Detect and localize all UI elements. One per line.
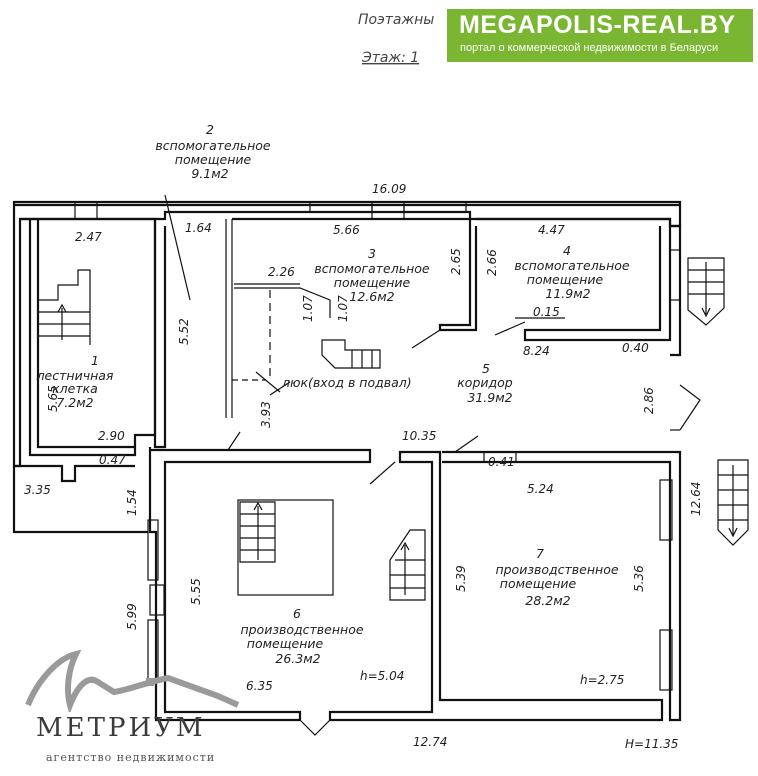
room5-name: коридор [457,375,513,390]
room2-number: 2 [206,122,214,137]
room3-name-1: вспомогательное [314,261,430,276]
dim-label: 1.07 [336,295,350,322]
dim-label: 6.35 [246,679,273,693]
dim-label: 5.99 [125,603,139,630]
plan-header-text: Поэтажны [358,12,434,28]
room4-number: 4 [563,243,571,258]
metrium-logo-mark [25,650,240,712]
dim-label: 0.40 [622,341,649,355]
room6-area: 26.3м2 [275,651,320,666]
metrium-logo: МЕТРИУМ агентство недвижимости [18,650,248,770]
dim-label: 4.47 [538,223,565,237]
room7-name-1: производственное [495,562,618,577]
dim-label: 12.74 [413,735,447,749]
dim-label: 8.24 [523,344,550,358]
room2-area: 9.1м2 [191,166,228,181]
hatch-label: люк(вход в подвал) [281,375,412,390]
dim-label: 1.07 [301,295,315,322]
room6-number: 6 [293,606,301,621]
logo-subtitle: агентство недвижимости [46,751,216,764]
room6-name-2: помещение [247,636,324,651]
room5-area: 31.9м2 [467,390,512,405]
room1-number: 1 [91,353,99,368]
walls [12,200,701,736]
dimensions: 16.09 2.47 1.64 5.66 4.47 2.26 2.65 2.66… [24,182,703,751]
room3-area: 12.6м2 [349,289,394,304]
hatch-leader [269,381,291,396]
logo-name: МЕТРИУМ [36,713,206,743]
room2-name-2: помещение [175,152,252,167]
room1-name-1: лестничная [36,368,114,383]
stairs [37,257,749,601]
dim-label: 2.86 [642,387,656,414]
megapolis-banner[interactable]: MEGAPOLIS-REAL.BY портал о коммерческой … [447,9,753,62]
room3-number: 3 [368,246,376,261]
room4-name-1: вспомогательное [514,258,630,273]
dim-label: 2.47 [75,230,102,244]
room4-area: 11.9м2 [545,286,590,301]
dim-label: 3.93 [259,401,273,428]
dim-label: 5.36 [632,565,646,592]
room7-number: 7 [536,546,544,561]
room2-leader [164,194,191,301]
dim-label: 2.65 [449,248,463,275]
dim-label: 2.26 [268,265,295,279]
room1-area: 7.2м2 [56,395,93,410]
dim-label: 0.41 [488,455,515,469]
room7-area: 28.2м2 [525,593,570,608]
dim-label: 10.35 [402,429,436,443]
dim-label: 5.52 [177,318,191,345]
height-total: H=11.35 [625,737,678,751]
dim-label: 5.24 [527,482,554,496]
room2-name-1: вспомогательное [155,138,271,153]
dim-label: 16.09 [372,182,406,196]
room-labels: 1 лестничная клетка 7.2м2 2 вспомогатель… [36,122,630,666]
dim-label: 1.54 [125,489,139,516]
dim-label: 0.15 [533,305,560,319]
dim-label: 5.66 [333,223,360,237]
room3-name-2: помещение [334,275,411,290]
room6-name-1: производственное [240,622,363,637]
dim-label: 12.64 [689,482,703,516]
dim-label: 1.64 [185,221,212,235]
floor-label: Этаж: 1 [361,50,419,66]
dim-label: 5.39 [454,565,468,592]
height-room6: h=5.04 [360,669,404,683]
room4-name-2: помещение [527,272,604,287]
height-room7: h=2.75 [580,673,624,687]
banner-title: MEGAPOLIS-REAL.BY [459,11,736,39]
dim-label: 5.55 [189,578,203,605]
dim-label: 3.35 [24,483,51,497]
dim-label: 0.47 [99,453,126,467]
room5-number: 5 [482,361,490,376]
room7-name-2: помещение [500,576,577,591]
banner-subtitle: портал о коммерческой недвижимости в Бел… [460,42,719,54]
dim-label: 2.90 [98,429,125,443]
dim-label: 5.65 [46,385,60,412]
dim-label: 2.66 [485,249,499,276]
room1-name-2: клетка [52,381,98,396]
